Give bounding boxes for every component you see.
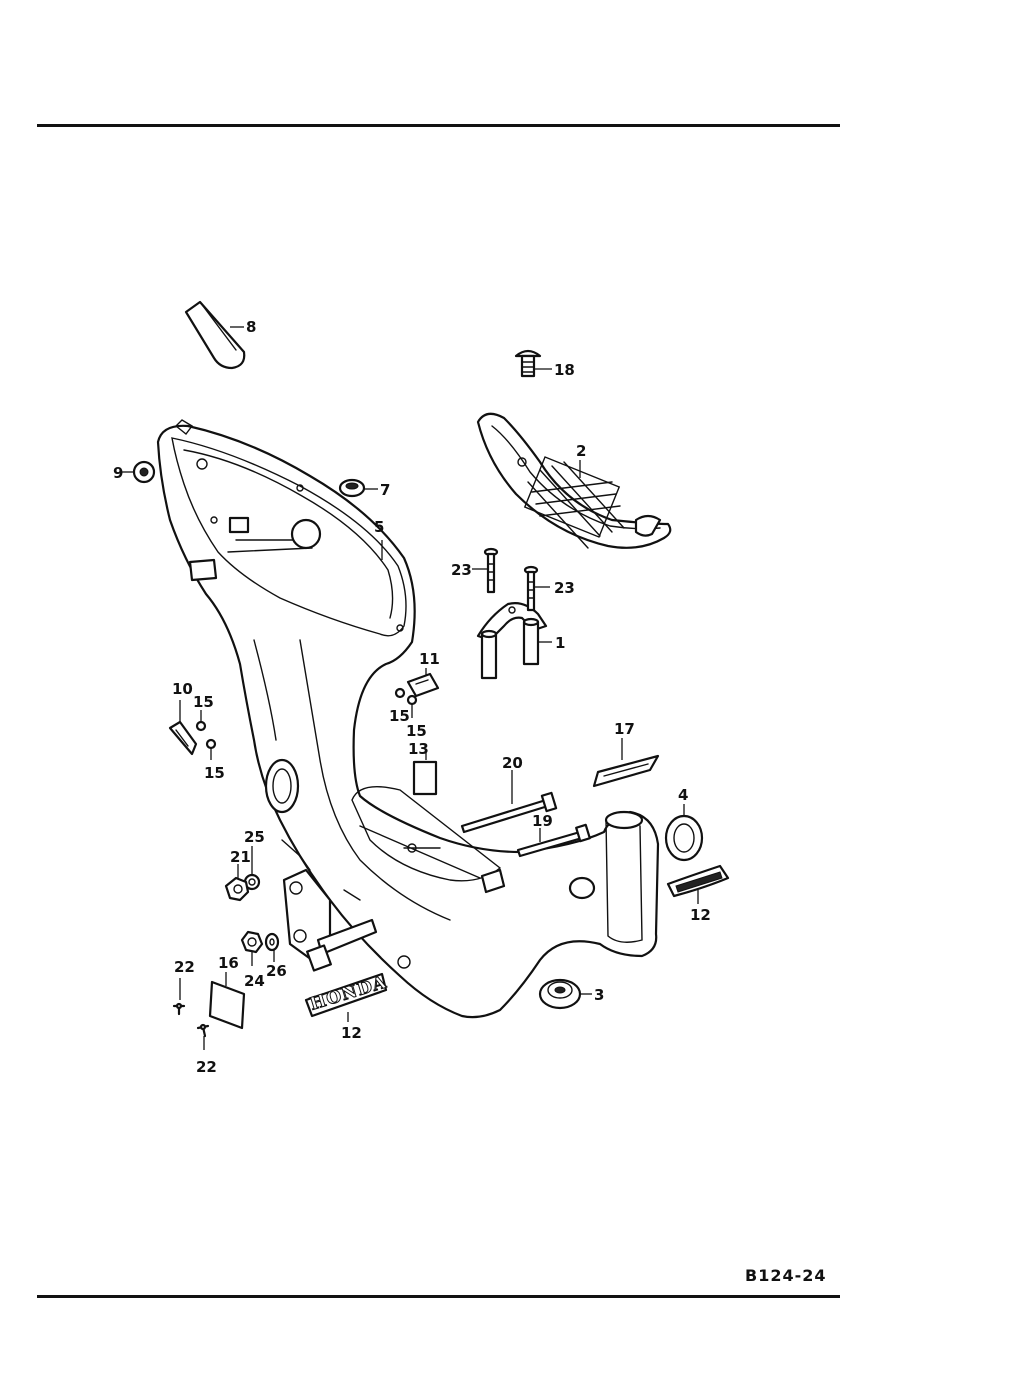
emblem-text: HONDA: [308, 972, 390, 1014]
part-20-bolt: [460, 770, 558, 834]
callout-26: 26: [266, 962, 287, 980]
callout-18: 18: [554, 361, 575, 379]
part-12-emblem-right: [666, 864, 730, 904]
part-19-bolt: [516, 823, 591, 858]
part-25-washer: [243, 846, 261, 891]
part-15-nut-upper-b: [406, 694, 418, 718]
callout-15a: 15: [193, 693, 214, 711]
callout-25: 25: [244, 828, 265, 846]
part-10-bracket: [168, 700, 198, 756]
part-11-bracket: [406, 668, 440, 698]
callout-24: 24: [244, 972, 265, 990]
part-24-nut: [240, 930, 264, 966]
page-code: B124-24: [745, 1266, 827, 1285]
part-12-emblem-left: HONDA: [304, 972, 390, 1022]
part-4-seal: [664, 804, 704, 862]
part-26-washer: [264, 932, 280, 962]
part-9-grommet: [122, 460, 156, 484]
callout-5: 5: [374, 518, 384, 536]
callout-8: 8: [246, 318, 256, 336]
callout-4: 4: [678, 786, 688, 804]
part-16-plate: [208, 972, 246, 1030]
part-15-nut-left-b: [205, 738, 217, 760]
engine-hanger-bracket: [281, 839, 378, 972]
bottom-rule: [37, 1295, 840, 1298]
callout-22b: 22: [196, 1058, 217, 1076]
part-2-floor-mat: [476, 412, 672, 549]
callout-23b: 23: [554, 579, 575, 597]
callout-9: 9: [113, 464, 123, 482]
part-8-clip: [184, 300, 246, 370]
part-1-bracket: [476, 602, 552, 680]
part-23-bolt-a: [472, 547, 499, 594]
callout-15b: 15: [204, 764, 225, 782]
callout-11: 11: [419, 650, 440, 668]
callout-7: 7: [380, 481, 390, 499]
callout-labels: 1 2 3 4 5 7 8 9 10 11 12 12 13 15 15 15 …: [113, 318, 711, 1076]
part-7-grommet: [338, 478, 378, 498]
callout-1: 1: [555, 634, 565, 652]
mat-grid: [523, 456, 625, 549]
callout-20: 20: [502, 754, 523, 772]
part-15-nut-upper-a: [394, 687, 406, 699]
callout-16: 16: [218, 954, 239, 972]
callout-15d: 15: [406, 722, 427, 740]
callout-15c: 15: [389, 707, 410, 725]
callout-13: 13: [408, 740, 429, 758]
callout-12a: 12: [690, 906, 711, 924]
callout-22a: 22: [174, 958, 195, 976]
part-17-stripe: [592, 738, 660, 788]
part-22-rivet-b: [196, 1023, 210, 1050]
part-21-nut: [224, 864, 250, 902]
part-3-rubber-mount: [538, 978, 592, 1010]
callout-23a: 23: [451, 561, 472, 579]
part-22-rivet-a: [172, 978, 186, 1016]
callout-21: 21: [230, 848, 251, 866]
part-13-decal: [412, 752, 438, 796]
part-15-nut-left-a: [195, 710, 207, 732]
callout-17: 17: [614, 720, 635, 738]
callout-10: 10: [172, 680, 193, 698]
part-23-bolt-b: [523, 565, 550, 612]
callout-19: 19: [532, 812, 553, 830]
callout-3: 3: [594, 986, 604, 1004]
callout-12b: 12: [341, 1024, 362, 1042]
part-18-screw: [514, 349, 552, 378]
callout-2: 2: [576, 442, 586, 460]
part-5-frame-body: [156, 419, 660, 1019]
top-rule: [37, 124, 840, 127]
